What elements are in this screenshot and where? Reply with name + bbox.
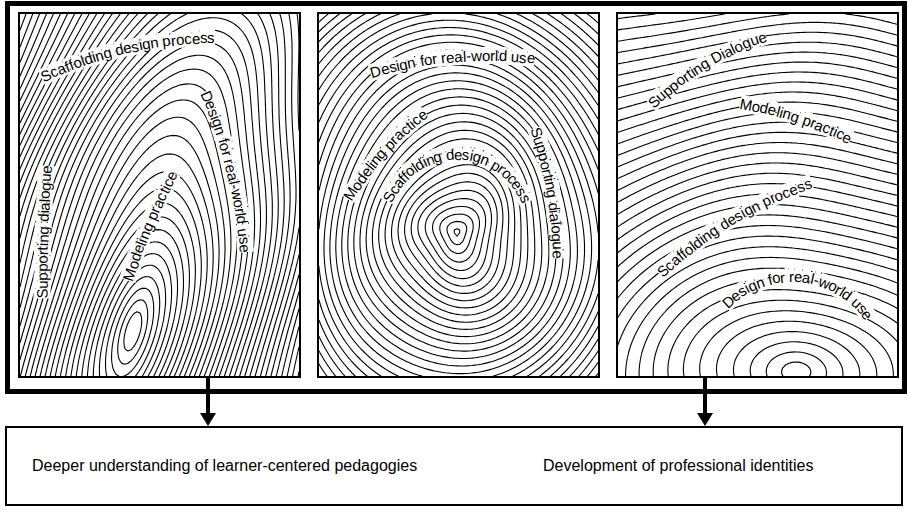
label-letter: t <box>34 246 51 251</box>
contour-line <box>618 14 897 376</box>
arrow-head <box>200 413 216 426</box>
label-letter: p <box>33 272 50 281</box>
label-letter: d <box>35 213 52 222</box>
label-letter: g <box>36 181 53 190</box>
down-arrow <box>200 378 216 426</box>
label-letter: w <box>471 47 482 64</box>
outer-frame-border <box>8 4 905 392</box>
label-letter: n <box>34 234 51 243</box>
label-letter: u <box>37 173 54 182</box>
contour-line <box>20 14 299 376</box>
label-letter: s <box>207 29 215 46</box>
curved-label: Scaffolding design process <box>653 175 814 281</box>
label-letter: r <box>34 250 51 255</box>
outcome-text: Deeper understanding of learner-centered… <box>32 456 417 476</box>
curved-label: Modeling practice <box>738 95 855 147</box>
curved-label: Supporting dialogue <box>33 165 55 299</box>
label-letter: p <box>33 264 50 273</box>
label-letter: o <box>36 190 53 199</box>
contour-panel: Supporting DialogueModeling practiceScaf… <box>616 12 899 378</box>
curved-label: Scaffolding design process <box>38 29 215 85</box>
label-letter: g <box>34 226 51 235</box>
label-letter: a <box>35 202 52 211</box>
outcome-text: Development of professional identities <box>543 456 813 476</box>
outcome-box: Deeper understanding of learner-centered… <box>5 426 903 506</box>
curved-label: Design for real-world use <box>368 47 536 81</box>
curved-label: Modeling practice <box>120 168 181 283</box>
arrow-stem <box>206 378 210 414</box>
label-letter: o <box>34 255 51 264</box>
arrow-stem <box>703 378 707 414</box>
contour-panel: Scaffolding design processDesign for rea… <box>18 12 301 378</box>
label-letter: e <box>549 250 566 259</box>
label-letter: i <box>34 243 51 247</box>
curved-label: Scaffolding design process <box>379 145 534 205</box>
contour-line <box>319 14 598 376</box>
label-letter: e <box>37 165 55 174</box>
label-letter: u <box>549 241 566 250</box>
label-letter: S <box>33 289 50 299</box>
label-letter: u <box>33 280 50 288</box>
label-letter <box>35 222 52 227</box>
down-arrow <box>697 378 713 426</box>
arrow-head <box>697 413 713 426</box>
curved-label: Design for real-world use <box>718 268 876 323</box>
curved-label: Supporting dialogue <box>527 125 567 259</box>
contour-panel: Design for real-world useModeling practi… <box>317 12 600 378</box>
label-letter: e <box>526 49 536 67</box>
label-letter: e <box>236 243 254 253</box>
curved-label: Design for real-world use <box>197 88 253 253</box>
